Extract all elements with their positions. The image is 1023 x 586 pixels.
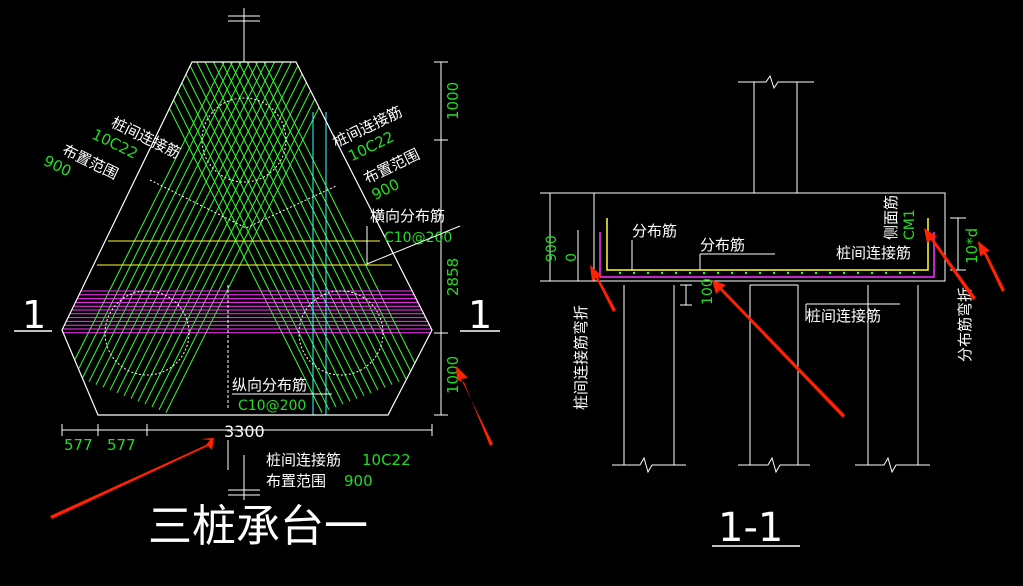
dim-bottom-total: 3300	[224, 422, 265, 441]
pile-mid	[738, 285, 810, 474]
diagonal-rebar-line	[197, 62, 386, 388]
rebar-dot	[828, 271, 832, 275]
pile-circle-top	[201, 97, 287, 183]
rebar-dot	[912, 271, 916, 275]
zero-dim: 0	[564, 253, 580, 262]
plan-title: 三桩承台一	[148, 501, 368, 552]
tie-bend-label: 桩间连接筋弯折	[572, 305, 590, 410]
diagonal-rebar-line	[123, 62, 312, 397]
rebar-dot	[842, 271, 846, 275]
diagonal-rebar-line	[165, 62, 354, 413]
rebar-dot	[632, 271, 636, 275]
rebar-dot	[688, 271, 692, 275]
tie-label-bottom: 桩间连接筋	[806, 307, 881, 325]
plan-view: 1 1 1000 2858 1000 577 577 3300 桩间连接筋 10…	[14, 8, 500, 552]
tie-bar-magenta	[599, 232, 935, 278]
rebar-dot	[856, 271, 860, 275]
column-break-line	[738, 74, 814, 90]
section-view: 900 0 100 10*d 分布筋 分布筋 桩间连接筋 桩间连接筋 侧面筋 C…	[540, 74, 981, 551]
distribution-label-1: 分布筋	[632, 222, 677, 240]
diagonal-rebar-line	[176, 62, 365, 397]
diagonal-rebar-line	[162, 62, 351, 402]
rebar-dots	[618, 271, 916, 275]
rebar-dot	[730, 271, 734, 275]
diagonal-rebar-line	[183, 62, 372, 394]
annotation-arrows	[50, 228, 1005, 519]
diagonal-rebar-line	[102, 62, 291, 388]
annotation-arrow-2	[456, 366, 493, 446]
pile-right	[855, 285, 930, 474]
rebar-dot	[772, 271, 776, 275]
diagonal-rebar-line	[151, 62, 340, 408]
rebar-dot	[814, 271, 818, 275]
annotation-arrow-4	[712, 280, 845, 418]
dist-bend-label: 分布筋弯折	[956, 287, 974, 362]
pile-circle-left	[104, 290, 190, 376]
bottom-tie-name: 桩间连接筋	[266, 451, 341, 469]
rebar-dot	[786, 271, 790, 275]
annotation-arrow-5	[924, 228, 976, 300]
rebar-dot	[618, 271, 622, 275]
left-tie-label: 桩间连接筋 10C22 布置范围 900	[41, 113, 184, 183]
side-bar-spec: CM1	[902, 209, 918, 240]
rebar-dot	[744, 271, 748, 275]
bottom-tie-range-value: 900	[344, 472, 373, 490]
rebar-dot	[800, 271, 804, 275]
section-mark-right: 1	[468, 293, 492, 337]
rebar-dot	[646, 271, 650, 275]
annotation-arrow-6	[978, 241, 1005, 292]
bottom-tie-spec: 10C22	[362, 451, 411, 469]
tie-range-line	[149, 179, 337, 229]
dim-bottom-left-2: 577	[107, 436, 136, 454]
right-tie-label: 桩间连接筋 10C22 布置范围 900	[330, 103, 423, 204]
rebar-dot	[674, 271, 678, 275]
dim-right-mid: 2858	[444, 258, 462, 296]
transverse-label: 横向分布筋	[370, 207, 445, 225]
diagonal-rebar-line	[155, 62, 344, 405]
annotation-arrow-3	[590, 265, 616, 312]
tie-label-top: 桩间连接筋	[836, 244, 911, 262]
diagonal-rebar-line	[190, 62, 379, 391]
diagonal-rebar-line	[169, 62, 358, 399]
pile-left	[612, 285, 686, 474]
diagonal-rebar-line	[116, 62, 305, 394]
section-title: 1-1	[718, 505, 783, 551]
pile-circle-right	[298, 290, 384, 376]
transverse-spec: C10@200	[384, 230, 452, 246]
rebar-dot	[870, 271, 874, 275]
rebar-dot	[660, 271, 664, 275]
distribution-label-2: 分布筋	[700, 236, 745, 254]
diagonal-rebar-line	[148, 62, 337, 408]
embed-dim: 100	[700, 278, 716, 305]
dim-right-bottom: 1000	[444, 356, 462, 394]
diagonal-rebar-line	[144, 62, 333, 405]
hook-dim: 10*d	[963, 228, 981, 264]
diagonal-rebar-line	[211, 62, 400, 383]
longitudinal-label: 纵向分布筋	[232, 376, 307, 394]
rebar-dot	[716, 271, 720, 275]
diagonal-rebar-line	[130, 62, 319, 399]
longitudinal-rebar-band	[62, 290, 432, 334]
section-mark-left: 1	[22, 293, 46, 337]
pile-cap-outline	[61, 61, 433, 416]
diagonal-rebar-line	[204, 62, 393, 385]
diagonal-rebar-line	[95, 62, 284, 385]
dim-right-top: 1000	[444, 82, 462, 120]
diagonal-rebar-line	[109, 62, 298, 391]
cap-section-outline	[593, 192, 946, 282]
longitudinal-spec: C10@200	[238, 398, 306, 414]
rebar-dot	[898, 271, 902, 275]
rebar-dot	[758, 271, 762, 275]
distribution-bar-yellow	[606, 218, 929, 271]
height-dim: 900	[544, 235, 560, 262]
rebar-dot	[884, 271, 888, 275]
diagonal-rebar-line	[88, 62, 277, 383]
annotation-arrow-1	[50, 438, 214, 519]
bottom-tie-range-label: 布置范围	[266, 472, 326, 490]
dim-bottom-left-1: 577	[64, 436, 93, 454]
transverse-leader	[366, 225, 461, 265]
side-bar-label: 侧面筋	[882, 195, 900, 240]
rebar-dot	[702, 271, 706, 275]
